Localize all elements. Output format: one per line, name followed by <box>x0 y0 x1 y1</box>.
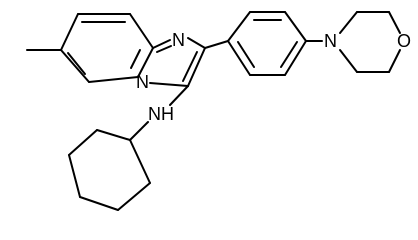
bond-lines <box>26 11 401 211</box>
atom-label-o-morpholine: O <box>397 31 411 51</box>
atom-label-nh-amine: NH <box>148 104 174 124</box>
atom-labels: N N N O NH <box>136 30 411 124</box>
atom-label-n-bridgehead: N <box>136 72 149 92</box>
chemical-structure-diagram: N N N O NH <box>26 11 411 211</box>
atom-label-n-imidazole: N <box>172 30 185 50</box>
atom-label-n-morpholine: N <box>324 31 337 51</box>
